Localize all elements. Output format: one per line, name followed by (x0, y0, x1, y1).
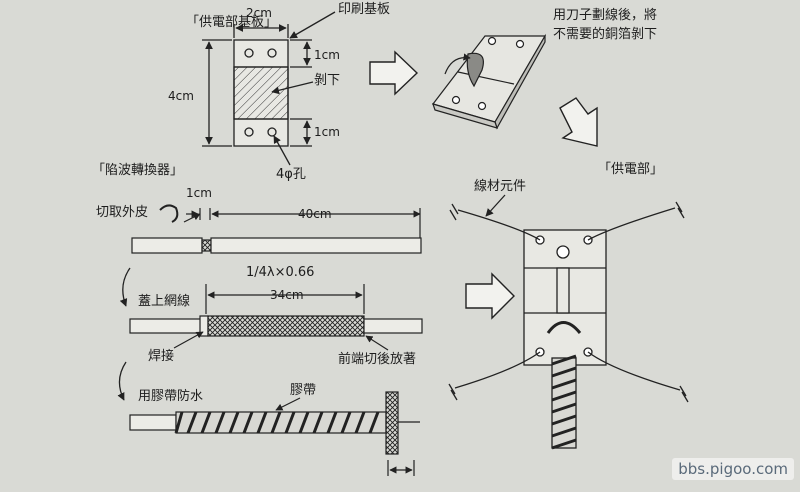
step-curve-arrow (119, 267, 131, 307)
pcb-bottom-margin-label: 1cm (314, 125, 340, 139)
step-curve-arrow (117, 361, 127, 401)
step-arrow-down (559, 97, 598, 147)
mount-hole (267, 48, 277, 58)
braid-length-label: 34cm (270, 288, 304, 302)
converter-title: 「陷波轉換器」 (92, 163, 184, 178)
pcb-top-margin-label: 1cm (314, 48, 340, 62)
wire-element-label: 線材元件 (474, 179, 527, 194)
solder-label: 焊接 (148, 349, 175, 364)
mount-hole (267, 127, 277, 137)
mount-hole (244, 48, 254, 58)
pcb-height-label: 4cm (168, 89, 194, 103)
board-cut-illustration (431, 33, 547, 130)
step-arrow-right (369, 50, 419, 96)
cable-length-label: 40cm (298, 207, 332, 221)
knife-note-line1: 用刀子劃線後，將 (553, 8, 658, 23)
stripped-copper-area (233, 66, 289, 120)
pcb-title: 「供電部基板」 (186, 15, 278, 30)
strip-jacket-label: 切取外皮 (96, 205, 149, 220)
step-arrow-right (465, 272, 515, 320)
feed-title: 「供電部」 (598, 162, 664, 177)
watermark: bbs.pigoo.com (672, 458, 794, 480)
pcb-strip-label: 剝下 (314, 73, 341, 88)
mount-hole (244, 127, 254, 137)
pcb-width-label: 2cm (246, 6, 272, 20)
cable-step-3 (129, 391, 420, 476)
feed-assembly (448, 194, 689, 450)
pcb-board (202, 11, 336, 166)
cover-braid-label: 蓋上網線 (138, 294, 191, 309)
front-cut-label: 前端切後放著 (338, 352, 417, 367)
formula-label: 1/4λ×0.66 (246, 265, 315, 280)
cable-step-2 (129, 284, 423, 351)
pcb-board-label: 印刷基板 (338, 2, 391, 17)
cable-step-1 (131, 204, 422, 254)
knife-note-line2: 不需要的銅箔剝下 (553, 27, 658, 42)
strip-length-label: 1cm (186, 186, 212, 200)
tape-label: 膠帶 (290, 383, 317, 398)
pcb-hole-label: 4φ孔 (276, 167, 306, 182)
waterproof-label: 用膠帶防水 (138, 389, 204, 404)
